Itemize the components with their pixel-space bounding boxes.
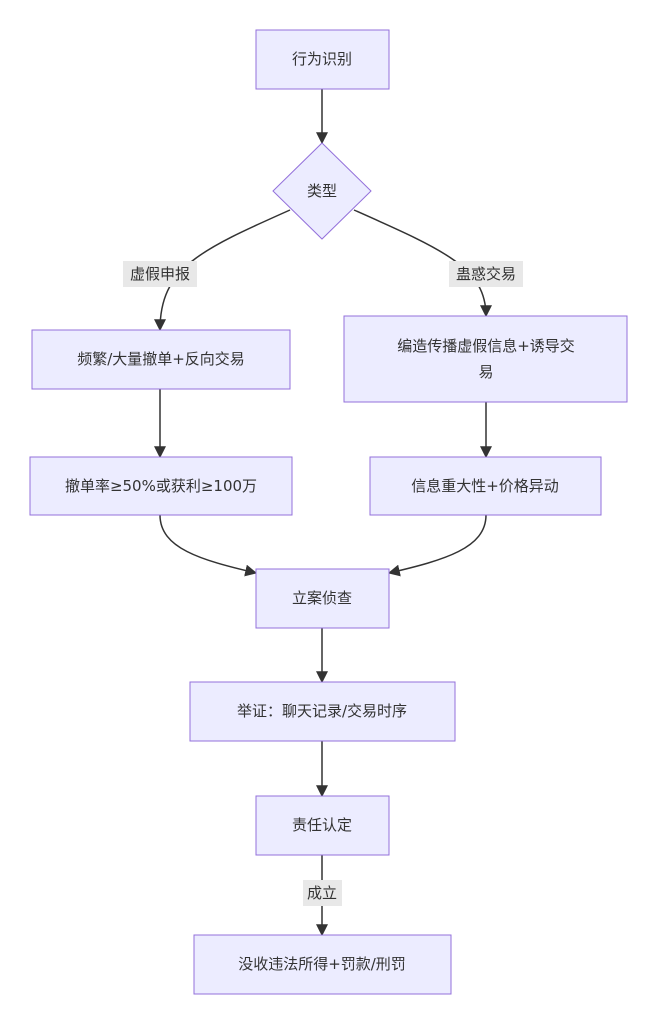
node-liability: 责任认定	[255, 795, 390, 856]
node-fabricate-label-line2: 易	[478, 363, 493, 381]
node-penalty: 没收违法所得+罚款/刑罚	[193, 934, 452, 995]
node-threshold: 撤单率≥50%或获利≥100万	[29, 456, 293, 516]
node-threshold-label: 撤单率≥50%或获利≥100万	[65, 477, 257, 495]
edge-label-established: 成立	[303, 880, 342, 906]
node-material-label: 信息重大性+价格异动	[411, 477, 559, 495]
node-case-label: 立案侦查	[292, 589, 352, 607]
node-freq: 频繁/大量撤单+反向交易	[31, 329, 291, 390]
edges	[154, 89, 492, 937]
node-case: 立案侦查	[255, 568, 390, 629]
node-freq-label: 频繁/大量撤单+反向交易	[77, 350, 245, 368]
edge-threshold-to-case	[159, 514, 258, 577]
edge-label-misleading: 蛊惑交易	[449, 261, 523, 287]
edge-label-false-report: 虚假申报	[123, 261, 197, 287]
node-fabricate-label-line1: 编造传播虚假信息+诱导交	[397, 337, 575, 355]
edge-type-to-fabricate	[353, 209, 492, 318]
edge-label-false-report-text: 虚假申报	[130, 265, 190, 283]
node-identify-label: 行为识别	[292, 50, 352, 68]
node-evidence: 举证：聊天记录/交易时序	[189, 681, 456, 742]
node-penalty-label: 没收违法所得+罚款/刑罚	[238, 955, 406, 973]
node-identify: 行为识别	[255, 29, 390, 90]
edge-material-to-case	[387, 514, 487, 577]
node-material: 信息重大性+价格异动	[369, 456, 602, 516]
node-liability-label: 责任认定	[292, 816, 352, 834]
edge-label-misleading-text: 蛊惑交易	[456, 265, 516, 283]
node-evidence-label: 举证：聊天记录/交易时序	[237, 702, 407, 720]
node-type-decision: 类型	[272, 142, 372, 240]
node-fabricate: 编造传播虚假信息+诱导交 易	[343, 315, 628, 403]
node-type-label: 类型	[307, 182, 337, 200]
edge-label-established-text: 成立	[307, 884, 337, 902]
